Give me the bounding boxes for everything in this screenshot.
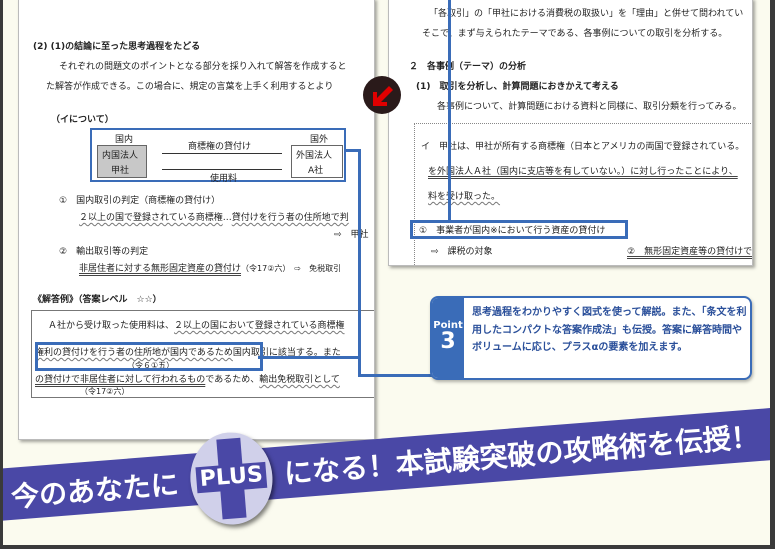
item2-text: 非居住者に対する無形固定資産の貸付け（令17②六） ⇨ 免税取引 — [79, 264, 342, 274]
right-arrow — [162, 153, 282, 154]
right-page: 「各取引」の「甲社における消費税の取扱い」を「理由」と併せて問われてい そこで、… — [388, 0, 753, 266]
subheading: （イについて） — [51, 115, 114, 125]
plus-logo: PLUS — [186, 429, 276, 528]
arrow-label-top: 商標権の貸付け — [188, 142, 252, 152]
item1-result: ⇨ 甲社 — [334, 230, 369, 240]
case-text: を外国法人Ａ社（国内に支店等を有していない。）に対し行ったことにより、 — [428, 167, 738, 177]
result1: ⇨ 課税の対象 — [431, 247, 493, 257]
point-label: Point — [433, 320, 463, 331]
diagram-box: 国内 内国法人 甲社 商標権の貸付け 使用料 国外 外国法人 A社 — [90, 128, 346, 184]
paragraph: それぞれの問題文のポイントとなる部分を採り入れて解答を作成すると — [59, 62, 347, 72]
paragraph: そこで、まず与えられたテーマである、各事例についての取引を分析する。 — [422, 29, 728, 39]
company-b-box: 外国法人 A社 — [291, 145, 343, 178]
answer-box: Ａ社から受け取った使用料は、２以上の国において登録されている商標権 権利の貸付け… — [31, 310, 374, 398]
paragraph: た解答が作成できる。この場合に、規定の言葉を上手く利用するとより — [46, 82, 334, 92]
left-arrow — [162, 169, 282, 170]
item2-title: ② 輸出取引等の判定 — [59, 247, 149, 257]
section-heading: (2) (1)の結論に至った思考過程をたどる — [33, 42, 201, 52]
red-arrow-icon — [363, 76, 401, 114]
item1-text: ２以上の国で登録されている商標権…貸付けを行う者の住所地で判 — [79, 213, 349, 223]
case-text: イ 甲社は、甲社が所有する商標権（日本とアメリカの両国で登録されている。 — [421, 142, 745, 152]
background: (2) (1)の結論に至った思考過程をたどる それぞれの問題文のポイントとなる部… — [3, 0, 770, 545]
answer-heading: 《解答例》（答案レベル ☆☆） — [33, 295, 162, 305]
company-a-box: 内国法人 甲社 — [97, 145, 147, 178]
connector-line — [358, 149, 361, 377]
subheading: (1) 取引を分析し、計算問題におきかえて考える — [416, 82, 619, 92]
highlight-box — [410, 220, 628, 239]
connector-line — [448, 0, 451, 221]
connector-line — [258, 356, 360, 359]
left-page: (2) (1)の結論に至った思考過程をたどる それぞれの問題文のポイントとなる部… — [18, 0, 375, 440]
connector-line — [358, 374, 433, 377]
section-heading: ２ 各事例（テーマ）の分析 — [409, 62, 527, 72]
point-text: 思考過程をわかりやすく図式を使って解説。また、「条文を利用したコンパクトな答案作… — [472, 307, 747, 353]
point-callout: Point 3 思考過程をわかりやすく図式を使って解説。また、「条文を利用したコ… — [430, 296, 752, 380]
foreign-label: 国外 — [310, 135, 329, 145]
point-number: 3 — [440, 329, 456, 354]
highlight-box — [35, 342, 263, 371]
banner-text-pre: 今のあなたに — [9, 467, 181, 514]
arrow-label-bottom: 使用料 — [210, 174, 238, 184]
paragraph: 「各取引」の「甲社における消費税の取扱い」を「理由」と併せて問われてい — [429, 9, 744, 19]
case-text: 料を受け取った。 — [428, 192, 501, 202]
paragraph: 各事例について、計算問題における資料と同様に、取引分類を行ってみる。 — [437, 102, 742, 112]
point1: ① 事業者が国内※において行う資産の貸付け — [419, 226, 606, 236]
point2: ② 無形固定資産等の貸付けで — [627, 247, 753, 257]
case-box — [414, 123, 752, 265]
item1-title: ① 国内取引の判定（商標権の貸付け） — [59, 196, 221, 206]
connector-line — [344, 149, 361, 152]
domestic-label: 国内 — [115, 135, 134, 145]
